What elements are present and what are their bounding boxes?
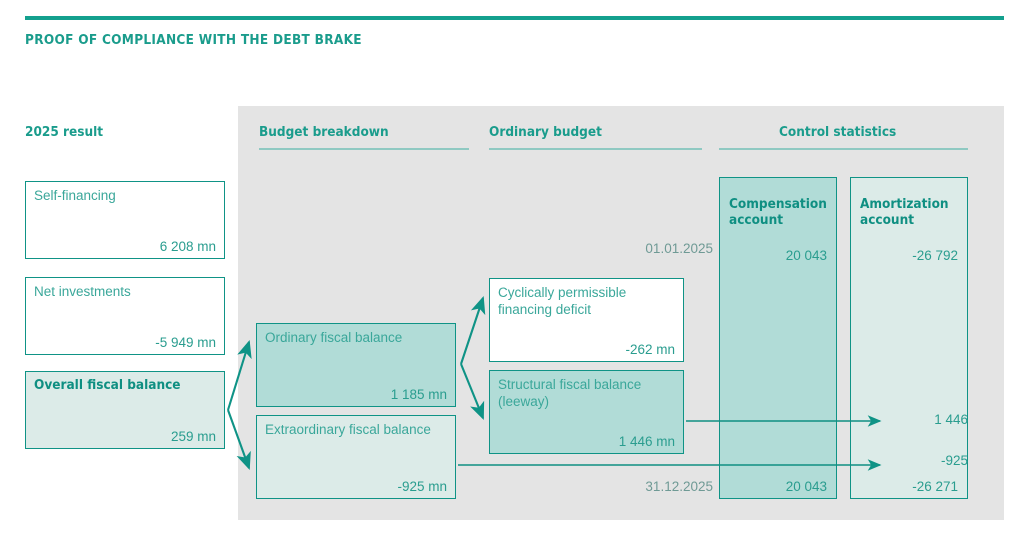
box-net-investments: Net investments -5 949 mn: [25, 277, 225, 355]
box-amortization-account-opening-value: -26 792: [912, 248, 958, 263]
column-rule-control: [719, 148, 968, 150]
column-heading-control-statistics: Control statistics: [779, 124, 897, 140]
box-structural-fiscal-balance-value: 1 446 mn: [618, 434, 675, 449]
box-self-financing: Self-financing 6 208 mn: [25, 181, 225, 259]
box-overall-fiscal-balance-value: 259 mn: [170, 429, 216, 444]
box-overall-fiscal-balance-label: Overall fiscal balance: [34, 377, 181, 393]
box-extraordinary-fiscal-balance-value: -925 mn: [397, 479, 447, 494]
amortization-flow-value-2: -925: [940, 453, 968, 468]
box-cyclically-permissible-financing-deficit: Cyclically permissible financing deficit…: [489, 278, 684, 362]
column-rule-budget: [259, 148, 469, 150]
box-ordinary-fiscal-balance-label: Ordinary fiscal balance: [265, 330, 403, 345]
date-label-closing: 31.12.2025: [645, 479, 713, 494]
box-compensation-account-opening-value: 20 043: [785, 248, 827, 263]
box-compensation-account: Compensation account 20 043 20 043: [719, 177, 837, 499]
column-rule-ordinary: [489, 148, 702, 150]
header-rule: [25, 16, 1004, 20]
box-extraordinary-fiscal-balance: Extraordinary fiscal balance -925 mn: [256, 415, 456, 499]
box-ordinary-fiscal-balance-value: 1 185 mn: [390, 387, 447, 402]
box-ordinary-fiscal-balance: Ordinary fiscal balance 1 185 mn: [256, 323, 456, 407]
box-structural-fiscal-balance: Structural fiscal balance (leeway) 1 446…: [489, 370, 684, 454]
page-title: PROOF OF COMPLIANCE WITH THE DEBT BRAKE: [25, 32, 362, 48]
box-self-financing-label: Self-financing: [34, 188, 116, 203]
box-structural-fiscal-balance-label: Structural fiscal balance (leeway): [498, 377, 642, 409]
box-amortization-account-closing-value: -26 271: [912, 479, 958, 494]
column-heading-result: 2025 result: [25, 124, 104, 140]
box-extraordinary-fiscal-balance-label: Extraordinary fiscal balance: [265, 422, 431, 437]
box-net-investments-label: Net investments: [34, 284, 131, 299]
date-label-opening: 01.01.2025: [645, 241, 713, 256]
box-compensation-account-closing-value: 20 043: [785, 479, 827, 494]
box-self-financing-value: 6 208 mn: [159, 239, 216, 254]
column-heading-budget-breakdown: Budget breakdown: [259, 124, 389, 140]
box-net-investments-value: -5 949 mn: [155, 335, 216, 350]
amortization-flow-value-1: 1 446: [934, 412, 968, 427]
box-overall-fiscal-balance: Overall fiscal balance 259 mn: [25, 371, 225, 449]
box-compensation-account-label: Compensation account: [729, 196, 827, 228]
box-amortization-account: Amortization account -26 792 -26 271: [850, 177, 968, 499]
box-amortization-account-label: Amortization account: [860, 196, 949, 228]
column-heading-ordinary-budget: Ordinary budget: [489, 124, 602, 140]
box-cyclically-permissible-financing-deficit-label: Cyclically permissible financing deficit: [498, 285, 627, 317]
box-cyclically-permissible-financing-deficit-value: -262 mn: [625, 342, 675, 357]
